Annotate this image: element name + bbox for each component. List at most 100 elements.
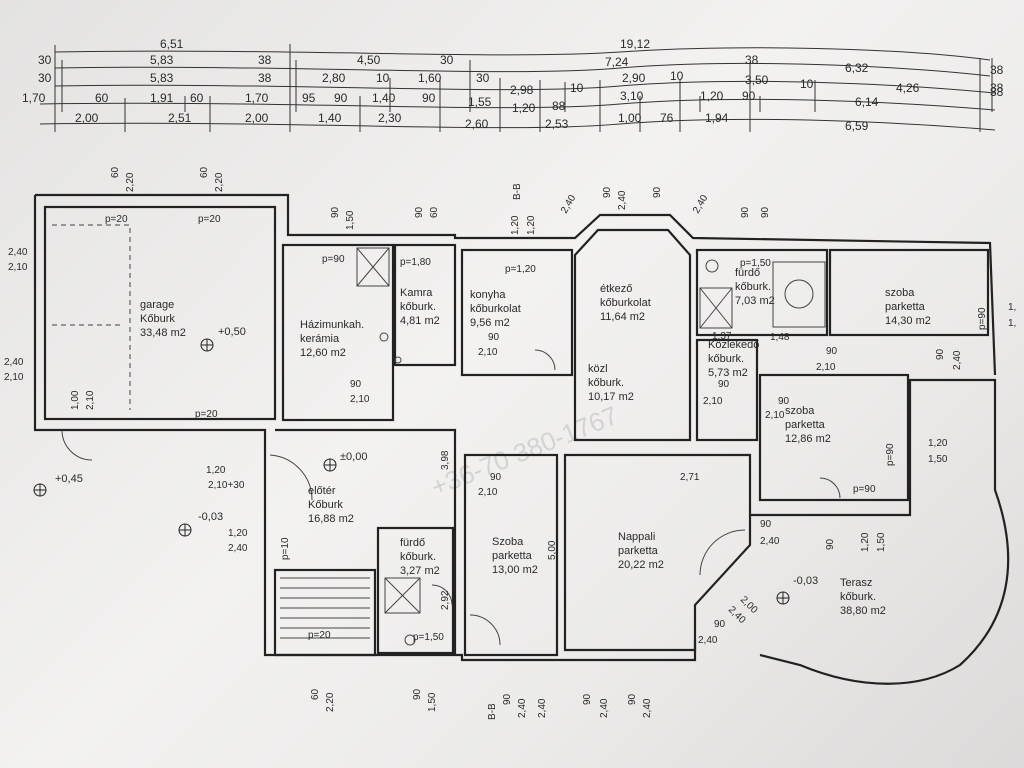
furdo1-wall	[695, 248, 829, 337]
dim-label-p150: p=1,50	[413, 632, 444, 643]
dim-label-d90_210g: 90	[718, 379, 730, 390]
dim-text: 6,51	[160, 37, 184, 51]
dim-label-p90: p=90	[853, 484, 876, 495]
dim-text: 60	[95, 91, 109, 105]
dim-label-bot240a: 2,40	[517, 698, 528, 718]
room-label-szoba3: 13,00 m2	[492, 564, 538, 576]
dimension-lines	[39, 47, 996, 131]
room-label-etkezo: étkező	[600, 283, 632, 295]
dim-label-d240_210a: 2,40	[8, 247, 28, 258]
dim-label-d90_210k: 90	[826, 346, 838, 357]
room-label-furdo1: kőburk.	[735, 281, 771, 293]
dimension-ticks	[54, 44, 993, 132]
dim-label-bot220: 2,20	[325, 692, 336, 712]
dim-text: 88	[552, 99, 566, 113]
room-label-etkezo: kőburkolat	[600, 297, 651, 309]
room-label-szoba1: 14,30 m2	[885, 315, 931, 327]
level-text: +0,45	[55, 473, 83, 485]
dim-label-d90_210l: 2,10	[816, 362, 836, 373]
dim-text: 95	[302, 91, 316, 105]
dim-label-d90_210f: 2,10	[478, 487, 498, 498]
etkezo-wall	[573, 228, 692, 442]
room-label-szoba3: Szoba	[492, 536, 524, 548]
kamra-wall	[393, 243, 457, 367]
door-arc-3	[534, 349, 556, 371]
walls	[33, 193, 1010, 685]
details	[52, 224, 841, 646]
dim-label-p20: p=20	[308, 630, 331, 641]
dim-label-d90_210c: 90	[488, 332, 500, 343]
dim-text: 2,51	[168, 111, 192, 125]
dim-label-r90b: 90	[825, 538, 836, 550]
dim-label-top60b: 60	[199, 166, 210, 178]
dim-label-p90: p=90	[322, 254, 345, 265]
dim-text: 1,94	[705, 111, 729, 125]
dim-label-r90a: 90	[935, 348, 946, 360]
dim-label-top220a: 2,20	[125, 172, 136, 192]
dim-label-d120_210: 1,20	[206, 465, 226, 476]
room-label-szoba1: szoba	[885, 287, 915, 299]
dim-text: 30	[38, 71, 52, 85]
dim-label-top120b: 1,20	[526, 215, 537, 235]
dim-label-d90_210a: 90	[350, 379, 362, 390]
dim-label-d120_240b: 2,40	[228, 543, 248, 554]
dim-text: 1,70	[22, 91, 46, 105]
eloter-wall	[275, 428, 457, 655]
dim-label-d120_150a: 1,20	[928, 438, 948, 449]
dim-text: 38	[990, 81, 1004, 95]
room-label-eloter: Kőburk	[308, 499, 343, 511]
dim-label-d90_210h: 2,10	[703, 396, 723, 407]
dim-label-bot90b: 90	[502, 693, 513, 705]
room-label-kozlekedo: Közlekedő	[708, 339, 759, 351]
room-label-furdo1: fürdő	[735, 267, 760, 279]
dim-text: 76	[660, 111, 674, 125]
dim-text: 90	[422, 91, 436, 105]
room-label-terasz: 38,80 m2	[840, 605, 886, 617]
dim-text: 1,70	[245, 91, 269, 105]
furdo2-wall	[376, 526, 455, 655]
room-label-garage: Kőburk	[140, 313, 175, 325]
dim-text: 10	[800, 77, 814, 91]
dim-text: 38	[745, 53, 759, 67]
dim-label-top90e: 90	[740, 206, 751, 218]
level-text: +0,50	[218, 326, 246, 338]
dim-label-d90_240c: 90	[714, 619, 726, 630]
outer-wall-left	[35, 193, 997, 376]
dim-label-top90f: 90	[760, 206, 771, 218]
dim-label-p10: p=10	[280, 537, 291, 560]
dim-text: 30	[440, 53, 454, 67]
dim-text: 30	[38, 53, 52, 67]
room-label-szoba2: parketta	[785, 419, 826, 431]
dim-text: 38	[990, 63, 1004, 77]
door-arc-4	[699, 529, 746, 576]
room-label-eloter: előtér	[308, 485, 336, 497]
dim-label-bot90d: 90	[627, 693, 638, 705]
dim-label-d137: 1,37	[712, 331, 732, 342]
dim-text: 1,60	[418, 71, 442, 85]
room-label-kamra: Kamra	[400, 287, 433, 299]
dim-text: 2,30	[378, 111, 402, 125]
dim-text: 38	[258, 53, 272, 67]
dim-text: 2,00	[75, 111, 99, 125]
room-label-furdo2: fürdő	[400, 537, 425, 549]
room-label-etkezo: 11,64 m2	[600, 311, 645, 323]
level-markers	[33, 338, 790, 605]
dim-label-bb: B-B	[487, 703, 498, 720]
stairs-lines	[280, 577, 370, 639]
room-label-konyha: kőburkolat	[470, 303, 521, 315]
dim-line-4	[39, 98, 996, 111]
dim-label-d292: 2,92	[440, 590, 451, 610]
dim-label-top90a: 90	[330, 206, 341, 218]
room-label-kozlekedo: kőburk.	[708, 353, 744, 365]
dim-label-d240_210c: 2,40	[4, 357, 24, 368]
garage-dash	[52, 224, 131, 410]
room-label-kozl: 10,17 m2	[588, 391, 634, 403]
dim-label-d210_30: 2,10+30	[208, 480, 245, 491]
dim-text: 10	[570, 81, 584, 95]
dim-label-top240b: 2,40	[617, 190, 628, 210]
hazimunka-wall	[281, 243, 395, 422]
dim-label-d90_240a: 90	[760, 519, 772, 530]
room-label-hazimunka: Házimunkah.	[300, 319, 364, 331]
